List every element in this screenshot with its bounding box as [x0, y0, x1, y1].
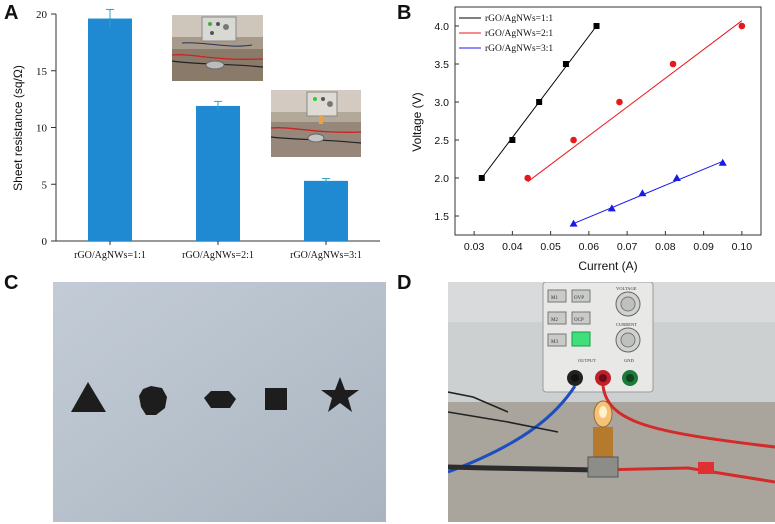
- line-chart-ytick-label: 4.0: [434, 21, 449, 33]
- inset-photo-circuit-2: [271, 90, 361, 157]
- bar-chart-ytick-label: 20: [36, 9, 48, 21]
- photo-power-supply-led: M1 OVP M2 OCP M3 VOLTAGE CURRENT OUTPUT …: [448, 282, 775, 522]
- point-series-2-3: [616, 98, 623, 106]
- point-series-1-1: [478, 175, 485, 181]
- line-chart-xtick-label: 0.06: [579, 241, 600, 253]
- panel-d-letter: D: [397, 272, 412, 294]
- point-series-2-4: [669, 60, 677, 68]
- bar-chart-xtick-label: rGO/AgNWs=2:1: [182, 250, 254, 261]
- line-chart-voltage-current: 0.03 0.04 0.05 0.06 0.07 0.08 0.09 0.10 1.5 2.0 2.…: [410, 6, 762, 273]
- line-chart-xtick-label: 0.07: [617, 241, 638, 253]
- bar-3: [304, 180, 348, 241]
- point-series-3-2: [607, 204, 616, 212]
- ps-label-m2: M2: [551, 318, 558, 323]
- point-series-3-1: [569, 219, 578, 227]
- panel-b-letter: B: [397, 2, 412, 24]
- point-series-1-3: [536, 99, 543, 105]
- bar-chart-xtick-label: rGO/AgNWs=1:1: [74, 250, 146, 261]
- star-shape: [321, 377, 359, 412]
- line-chart-ytick-label: 2.5: [434, 135, 449, 147]
- hexagon-shape: [204, 391, 236, 408]
- bar-chart-ytick-label: 15: [36, 66, 48, 78]
- line-chart-ytick-label: 3.5: [434, 59, 449, 71]
- plot-frame: [454, 6, 762, 236]
- circle-shape: [139, 386, 167, 415]
- triangle-shape: [71, 382, 106, 412]
- panel-a-letter: A: [4, 2, 19, 24]
- point-series-2-1: [524, 174, 531, 182]
- bar-chart-sheet-resistance: 0 5 10 15 20 rGO/AgNWs=1:1 rGO/AgNWs=2:1 rGO/A…: [11, 8, 380, 261]
- panel-c-letter: C: [4, 272, 19, 294]
- line-chart-xtick-label: 0.08: [655, 241, 676, 253]
- point-series-3-4: [672, 174, 681, 181]
- ps-label-gnd: GND: [624, 358, 634, 363]
- ps-label-output: OUTPUT: [578, 358, 596, 363]
- line-chart-xtick-label: 0.10: [732, 241, 753, 253]
- line-chart-ylabel: Voltage (V): [410, 92, 424, 151]
- bar-2: [196, 105, 240, 241]
- ps-label-m3: M3: [551, 340, 558, 345]
- ps-label-ocp: OCP: [574, 318, 584, 323]
- bar-chart-ylabel: Sheet resistance (sq/Ω): [11, 65, 25, 191]
- legend-label-1: rGO/AgNWs=1:1: [485, 14, 553, 24]
- ps-label-current: CURRENT: [616, 322, 637, 327]
- bar-1: [88, 18, 132, 242]
- ps-label-voltage: VOLTAGE: [616, 286, 637, 291]
- photo-cut-shapes: [53, 282, 386, 522]
- fit-line-series-3: [573, 160, 723, 225]
- line-chart-ytick-label: 2.0: [434, 173, 449, 185]
- inset-photo-circuit-1: [172, 15, 263, 81]
- line-chart-xtick-label: 0.04: [502, 241, 523, 253]
- bar-chart-ytick-label: 10: [36, 123, 48, 135]
- line-chart-ytick-label: 3.0: [434, 97, 449, 109]
- square-shape: [265, 388, 287, 410]
- line-chart-xlabel: Current (A): [578, 259, 637, 273]
- ps-label-m1: M1: [551, 296, 558, 301]
- bar-chart-xtick-label: rGO/AgNWs=3:1: [290, 250, 362, 261]
- line-chart-xtick-label: 0.05: [540, 241, 561, 253]
- point-series-3-3: [638, 189, 647, 197]
- line-chart-xtick-label: 0.03: [464, 241, 485, 253]
- line-chart-ytick-label: 1.5: [434, 211, 449, 223]
- line-chart-xtick-label: 0.09: [693, 241, 714, 253]
- point-series-1-5: [593, 23, 600, 29]
- legend-label-3: rGO/AgNWs=3:1: [485, 44, 553, 54]
- point-series-2-2: [570, 136, 577, 144]
- point-series-2-5: [738, 22, 746, 30]
- bar-chart-ytick-label: 5: [42, 179, 48, 191]
- bar-chart-ytick-label: 0: [42, 236, 48, 248]
- point-series-3-5: [718, 158, 727, 166]
- point-series-1-2: [509, 137, 516, 143]
- fit-line-series-2: [527, 20, 743, 183]
- ps-label-ovp: OVP: [574, 296, 584, 301]
- point-series-1-4: [562, 61, 569, 67]
- legend-label-2: rGO/AgNWs=2:1: [485, 29, 553, 39]
